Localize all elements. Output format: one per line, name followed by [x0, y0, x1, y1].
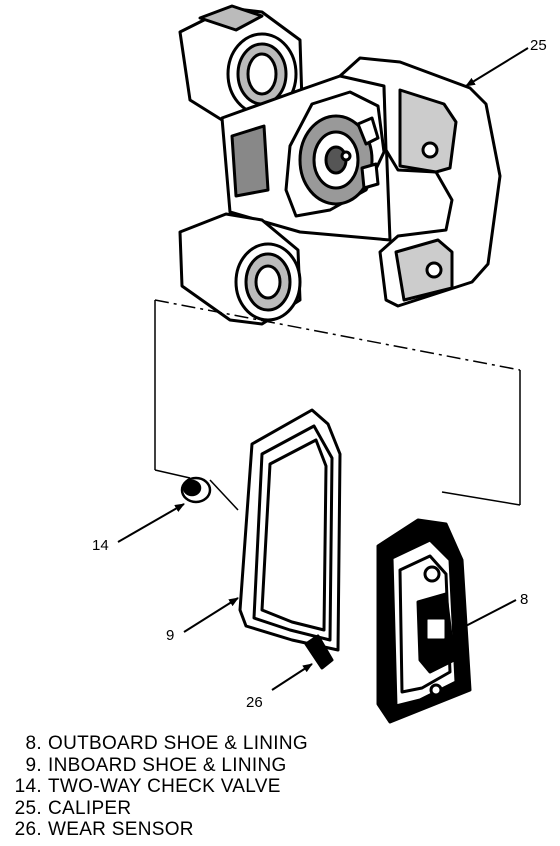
- legend-row: 25. CALIPER: [8, 798, 408, 820]
- legend-label: WEAR SENSOR: [48, 819, 194, 840]
- callout-26: 26: [246, 694, 263, 711]
- inboard-shoe-drawing: [238, 408, 342, 670]
- leader-8: [457, 599, 517, 631]
- legend-number: 25.: [14, 797, 42, 819]
- callout-25: 25: [530, 37, 547, 54]
- caliper-drawing: [178, 4, 502, 326]
- legend-number: 26.: [14, 819, 42, 840]
- legend-label: OUTBOARD SHOE & LINING: [48, 733, 308, 754]
- leader-14: [117, 503, 185, 543]
- legend-row: 14. TWO-WAY CHECK VALVE: [8, 776, 408, 798]
- legend-row: 8. OUTBOARD SHOE & LINING: [8, 733, 408, 755]
- legend-label: CALIPER: [48, 797, 132, 819]
- check-valve-drawing: [180, 476, 212, 504]
- callout-8: 8: [520, 591, 528, 608]
- outboard-shoe-drawing: [376, 518, 472, 724]
- alignment-guide-lines: [154, 299, 521, 511]
- leader-9: [183, 597, 239, 633]
- legend-label: TWO-WAY CHECK VALVE: [48, 776, 281, 797]
- legend-number: 9.: [25, 754, 42, 776]
- leader-26: [271, 663, 313, 691]
- legend-label: INBOARD SHOE & LINING: [48, 754, 287, 776]
- legend-row: 9. INBOARD SHOE & LINING: [8, 755, 408, 777]
- callout-leaders: [117, 47, 529, 691]
- legend-number: 8.: [25, 733, 42, 754]
- legend-number: 14.: [14, 776, 42, 797]
- callout-9: 9: [166, 627, 174, 644]
- leader-25: [465, 47, 529, 87]
- parts-legend: 8. OUTBOARD SHOE & LINING 9. INBOARD SHO…: [8, 733, 408, 841]
- legend-row: 26. WEAR SENSOR: [8, 819, 408, 841]
- callout-14: 14: [92, 537, 109, 554]
